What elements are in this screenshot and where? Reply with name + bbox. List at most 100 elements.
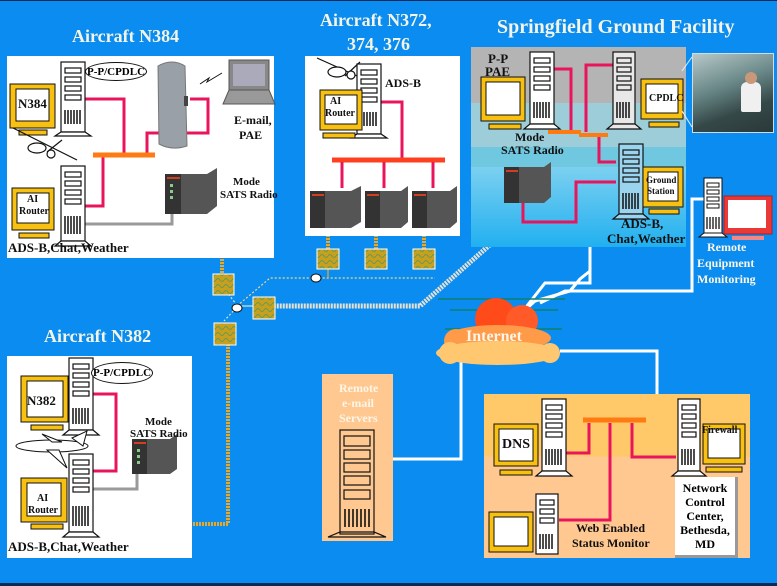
title-ground-facility: Springfield Ground Facility: [497, 16, 735, 38]
bottom-label-n382: ADS-B,Chat,Weather: [8, 539, 129, 554]
remote-equipment-label-line3: Monitoring: [697, 272, 756, 286]
junction-node-2: [310, 273, 322, 283]
router-label-n384-line2: Router: [19, 206, 49, 217]
eth-ground-station: [597, 134, 616, 164]
modem-n382: [213, 322, 237, 346]
modem-hub: [252, 296, 276, 320]
monitor-label-n382: N382: [27, 393, 56, 408]
title-aircraft-n384: Aircraft N384: [72, 26, 180, 46]
control-room-photo: [692, 53, 774, 133]
ncc-caption-line2: Control: [685, 495, 725, 509]
station-label-ground-line1: Ground: [646, 175, 677, 185]
ground-drawing: [480, 51, 684, 224]
server-icon-ground-pp: [522, 51, 562, 130]
server-icon-n382-router: [61, 453, 101, 538]
link-dotted-1: [225, 290, 237, 305]
radio-label-n384-line2: SATS Radio: [220, 189, 278, 201]
n372-drawing: [310, 57, 457, 228]
monitor-icon-n384: [9, 83, 56, 136]
dns-label: DNS: [502, 437, 531, 452]
aircraft-icon-n382: [15, 430, 89, 469]
monitor-label-n384: N384: [18, 96, 47, 111]
status-monitor-label-line1: Web Enabled: [576, 521, 646, 535]
server-label-n372: ADS-B: [385, 76, 422, 90]
panel-aircraft-n382: N382 P-P/CPDLC AI Router Mode SATS Radio…: [7, 356, 192, 558]
bottom-label-ground-line1: ADS-B,: [621, 216, 664, 231]
bottom-label-n384: ADS-B,Chat,Weather: [8, 240, 129, 255]
server-icon-n384-router: [53, 165, 93, 247]
eth-n382: [88, 392, 118, 473]
email-servers-label-line1: Remote: [339, 381, 379, 395]
radio-unit-icon-n384: [165, 168, 217, 214]
remote-equipment-label-line1: Remote: [707, 240, 747, 254]
eth-ncc-firewall: [630, 423, 676, 459]
ncc-caption-line5: MD: [695, 537, 715, 551]
ncc-caption-line4: Bethesda,: [680, 523, 730, 537]
monitor-icon-ncc-status: [488, 511, 534, 553]
radio-unit-icon-ground: [504, 162, 551, 203]
monitor-icon-ground-pp: [480, 76, 526, 130]
server-icon-email: [327, 429, 387, 538]
radio-label-ground-line2: SATS Radio: [501, 143, 564, 157]
panel-aircraft-n384: N384 P-P/CPDLC E-mail, PAE AI Router Mod…: [7, 56, 278, 258]
modem-n372-c: [412, 248, 436, 270]
aircraft-icon-n384: [12, 127, 78, 161]
ncc-caption-box: Network Control Center, Bethesda, MD: [675, 477, 738, 558]
ncc-drawing: [488, 398, 746, 555]
pp-label-ground-line1: P-P: [488, 51, 509, 66]
pp-label-ground-line2: PAE: [485, 64, 511, 79]
radio-label-n382-line2: SATS Radio: [130, 428, 188, 440]
status-monitor-label-line2: Status Monitor: [572, 536, 650, 550]
firewall-label: Firewall: [702, 425, 738, 436]
router-label-n382-line2: Router: [28, 505, 58, 516]
n382-drawing: [15, 357, 177, 538]
title-aircraft-n382: Aircraft N382: [44, 326, 152, 346]
eth-ground-pp: [554, 67, 573, 132]
radio-label-n382-line1: Mode: [145, 416, 172, 428]
radio-unit-icon-n372-c: [412, 186, 457, 228]
eth-ground-cpdlc: [584, 63, 613, 132]
router-label-n372-line1: AI: [330, 96, 342, 107]
laptop-label-n384-line1: E-mail,: [234, 113, 272, 127]
link-dotted-2: [223, 307, 237, 322]
remote-equipment-label-line2: Equipment: [697, 256, 755, 270]
server-icon-ncc-status: [535, 493, 559, 555]
monitor-icon-n384-router: [11, 187, 55, 239]
link-remote-equipment: [539, 197, 706, 305]
title-aircraft-n372-line1: Aircraft N372,: [320, 10, 432, 30]
link-ground-radio: [268, 195, 509, 309]
modem-n372-b: [364, 248, 388, 270]
monitor-icon-remote-equipment: [723, 195, 773, 240]
title-aircraft-n372-line2: 374, 376: [347, 34, 410, 54]
n384-drawing: [9, 59, 276, 247]
modem-n372-a: [316, 248, 340, 270]
oval-label-n382: P-P/CPDLC: [91, 362, 153, 384]
operator-head: [745, 72, 757, 84]
ncc-caption-line1: Network: [682, 481, 728, 495]
panel-ground-facility: P-P PAE CPDLC Mode SATS Radio Ground Sta…: [471, 47, 686, 247]
panel-network-control-center: DNS Firewall Web Enabled Status Monitor …: [484, 394, 750, 558]
email-servers-label-line2: e-mail: [342, 396, 374, 410]
serial-n382: [88, 474, 139, 491]
radio-unit-icon-n372-b: [365, 186, 408, 228]
eth-n384-laptop: [145, 97, 210, 154]
eth-n372-server: [380, 100, 404, 158]
router-label-n384-line1: AI: [27, 194, 39, 205]
wireless-ap-icon: [157, 61, 188, 149]
internet-label: Internet: [466, 328, 522, 345]
eth-n384-router: [85, 156, 105, 208]
laptop-icon: [222, 59, 276, 105]
monitor-icon-ncc-firewall: [702, 423, 746, 473]
oval-label-n384: P-P/CPDLC: [85, 62, 147, 81]
link-internet-email: [393, 356, 463, 461]
server-icon-remote-equipment: [697, 177, 729, 238]
station-label-ground-line2: Station: [647, 186, 675, 196]
monitor-icon-ncc-dns: [493, 423, 539, 476]
monitor-icon-n372-router: [319, 89, 363, 139]
radio-label-n384-line1: Mode: [233, 176, 260, 188]
monitor-icon-n382: [20, 375, 69, 431]
monitor-icon-ground-station: [642, 166, 684, 215]
wireless-signal-icon: [199, 72, 223, 85]
